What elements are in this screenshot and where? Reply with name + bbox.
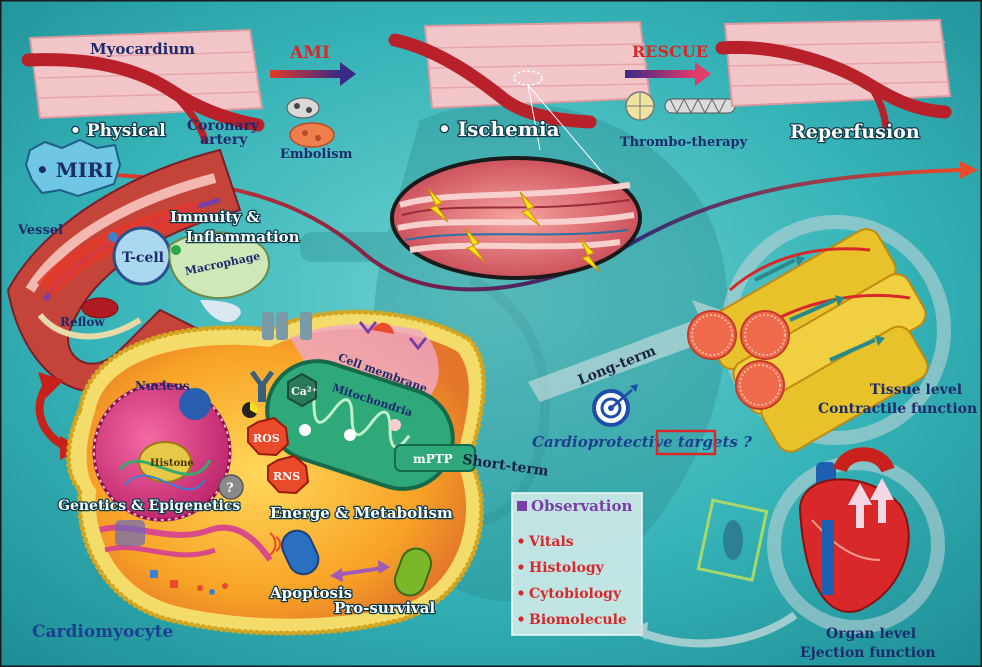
ros-label: ROS [253, 432, 280, 445]
tcell-label: T-cell [122, 250, 164, 266]
ami-label: AMI [289, 43, 330, 63]
observation-item: Cytobiology [529, 586, 622, 602]
cardiomyocyte-label: Cardiomyocyte [32, 622, 173, 642]
prosurvival-label: Pro-survival [334, 599, 436, 617]
coronary-label-2: artery [200, 132, 248, 148]
vessel-label: Vessel [17, 223, 63, 238]
tissue-label-1: Tissue level [870, 382, 962, 398]
thrombo-label: Thrombo-therapy [620, 135, 748, 150]
tissue-label-2: Contractile function [818, 401, 977, 417]
observation-title: Observation [531, 497, 633, 515]
immunity-label-2: Inflammation [186, 228, 300, 246]
observation-item: Histology [529, 560, 605, 576]
myocardium-label: Myocardium [90, 40, 195, 58]
organ-label-2: Ejection function [800, 645, 936, 661]
reperfusion-label: Reperfusion [790, 121, 920, 143]
miri-label: • MIRI [36, 158, 113, 182]
nucleus-label: Nucleus [135, 379, 190, 393]
question-label: ? [226, 481, 234, 496]
targets-word: targets [678, 433, 739, 451]
observation-item: Vitals [528, 534, 574, 550]
ca-label: Ca²⁺ [291, 385, 318, 398]
embolism-label: Embolism [280, 147, 353, 162]
rescue-label: RESCUE [632, 42, 708, 61]
observation-item: Biomolecule [529, 612, 627, 628]
mptp-label: mPTP [413, 452, 453, 466]
energy-label: Energe & Metabolism [270, 504, 453, 522]
histone-label: Histone [150, 458, 194, 469]
physical-label: • Physical [70, 121, 166, 141]
immunity-label-1: Immuity & [170, 208, 260, 226]
ischemia-label: • Ischemia [438, 117, 560, 141]
organ-label-1: Organ level [826, 626, 916, 642]
genetics-label: Genetics & Epigenetics [58, 498, 240, 514]
targets-question: ? [738, 433, 752, 451]
ischemic-myocardium-ellipse [392, 158, 640, 278]
targets-text: Cardioprotective targets ? [532, 433, 752, 451]
reflow-label: Reflow [60, 315, 105, 329]
rns-label: RNS [273, 470, 300, 483]
